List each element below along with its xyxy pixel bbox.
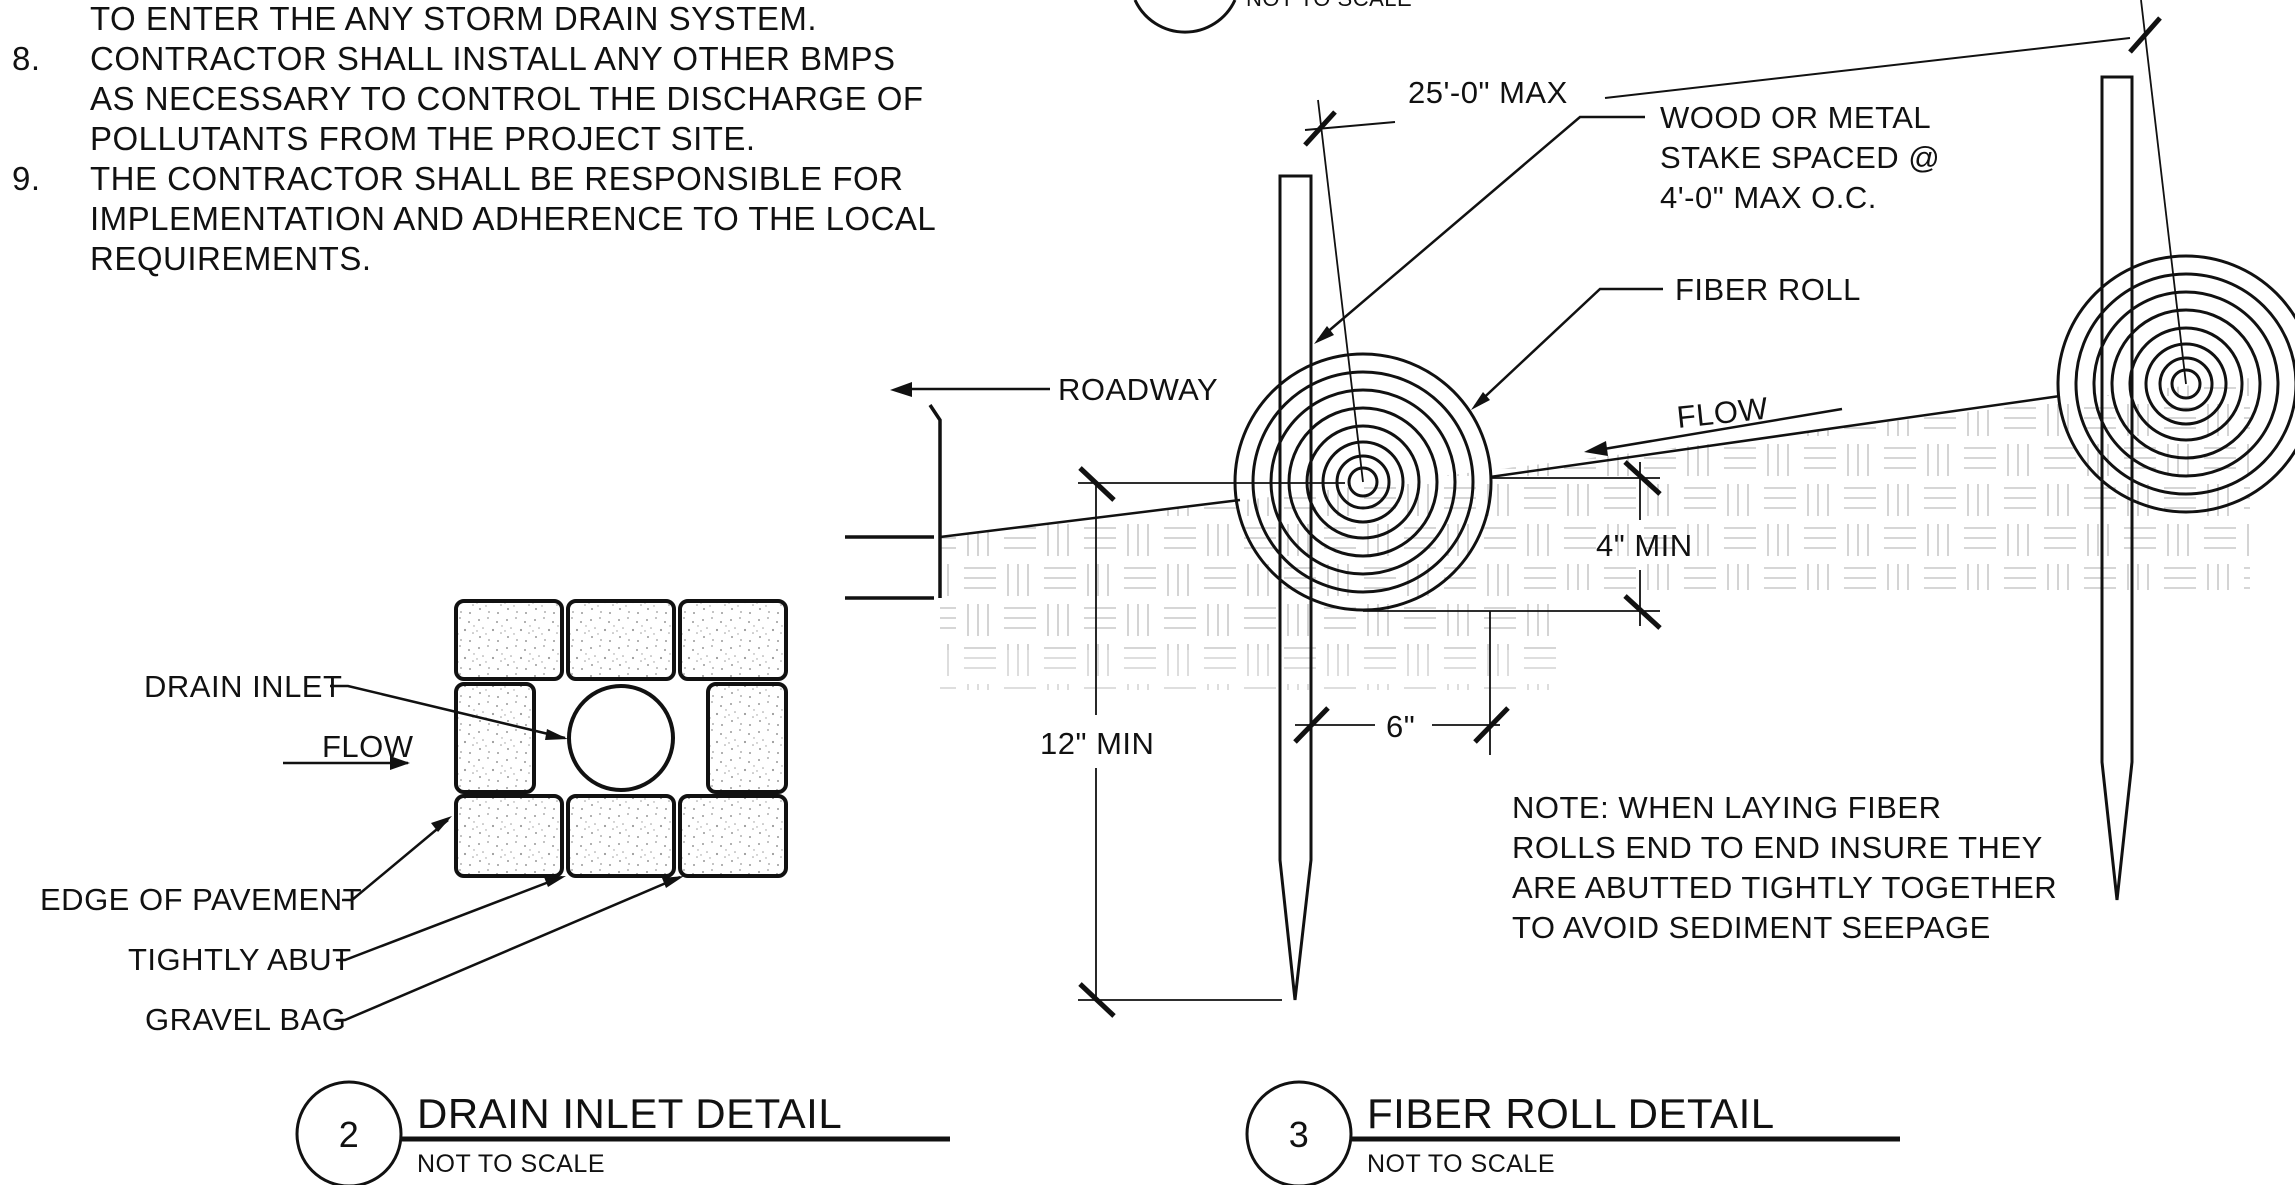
gravel-bag bbox=[706, 682, 788, 794]
arrowhead bbox=[431, 816, 452, 832]
drain-inlet-detail: DRAIN INLET FLOW EDGE OF PAVEMENT TIGHTL… bbox=[40, 599, 950, 1185]
title-block-drain-inlet: 2 DRAIN INLET DETAIL NOT TO SCALE bbox=[295, 1080, 950, 1185]
note-9-line-2: IMPLEMENTATION AND ADHERENCE TO THE LOCA… bbox=[90, 200, 936, 237]
note-8-line-3: POLLUTANTS FROM THE PROJECT SITE. bbox=[90, 120, 756, 157]
gravel-bag bbox=[566, 599, 676, 681]
label-stake-line-3: 4'-0" MAX O.C. bbox=[1660, 180, 1877, 215]
dimension-6 bbox=[1293, 611, 1510, 755]
arrowhead bbox=[545, 729, 568, 740]
general-notes: TO ENTER THE ANY STORM DRAIN SYSTEM. 8. … bbox=[12, 0, 936, 277]
note-line-top: TO ENTER THE ANY STORM DRAIN SYSTEM. bbox=[90, 0, 817, 37]
gravel-bag bbox=[678, 599, 788, 681]
label-flow-left: FLOW bbox=[322, 729, 414, 764]
label-stake-line-1: WOOD OR METAL bbox=[1660, 100, 1931, 135]
gravel-bags bbox=[454, 599, 788, 878]
dimension-spacing bbox=[1303, 0, 2187, 483]
flow-arrowhead bbox=[1584, 441, 1608, 456]
label-roadway: ROADWAY bbox=[1058, 372, 1218, 407]
note-line-1: NOTE: WHEN LAYING FIBER bbox=[1512, 790, 1941, 825]
stake-right bbox=[2100, 75, 2134, 901]
label-12-min: 12" MIN bbox=[1040, 726, 1154, 761]
note-8-line-1: CONTRACTOR SHALL INSTALL ANY OTHER BMPS bbox=[90, 40, 896, 77]
title-block-fiber-roll: 3 FIBER ROLL DETAIL NOT TO SCALE bbox=[1245, 1080, 1900, 1185]
detail-number-3: 3 bbox=[1289, 1114, 1310, 1155]
label-4-min: 4" MIN bbox=[1596, 528, 1693, 563]
arrowhead bbox=[662, 876, 684, 888]
label-drain-inlet: DRAIN INLET bbox=[144, 669, 342, 704]
curb bbox=[845, 404, 942, 600]
arrowhead bbox=[544, 876, 566, 887]
detail-scale-fiber-roll: NOT TO SCALE bbox=[1367, 1150, 1555, 1178]
detail-number-2: 2 bbox=[339, 1114, 360, 1155]
drain-inlet-circle bbox=[567, 684, 675, 792]
top-scale-fragment: NOT TO SCALE bbox=[1246, 0, 1412, 11]
gravel-bag bbox=[454, 599, 564, 681]
flow-arrowhead bbox=[390, 756, 410, 770]
gravel-bag bbox=[454, 794, 564, 878]
fiber-roll-left bbox=[1233, 352, 1493, 612]
note-line-3: ARE ABUTTED TIGHTLY TOGETHER bbox=[1512, 870, 2057, 905]
label-gravel-bag: GRAVEL BAG bbox=[145, 1002, 346, 1037]
roadway-arrowhead bbox=[890, 382, 912, 397]
label-tightly-abut: TIGHTLY ABUT bbox=[128, 942, 352, 977]
note-9-line-1: THE CONTRACTOR SHALL BE RESPONSIBLE FOR bbox=[90, 160, 904, 197]
soil-hatch bbox=[940, 378, 2250, 650]
fiber-roll-detail: ROADWAY bbox=[845, 0, 2295, 1185]
note-line-4: TO AVOID SEDIMENT SEEPAGE bbox=[1512, 910, 1991, 945]
fiber-roll-right bbox=[2056, 254, 2295, 514]
label-6: 6" bbox=[1386, 709, 1415, 744]
dimension-4-min bbox=[1363, 460, 1662, 630]
note-9-line-3: REQUIREMENTS. bbox=[90, 240, 372, 277]
gravel-bag bbox=[454, 682, 536, 794]
note-8-line-2: AS NECESSARY TO CONTROL THE DISCHARGE OF bbox=[90, 80, 924, 117]
gravel-bag bbox=[566, 794, 676, 878]
top-detail-bubble-fragment: NOT TO SCALE bbox=[1133, 0, 1412, 34]
note-8-number: 8. bbox=[12, 40, 41, 77]
detail-scale-drain-inlet: NOT TO SCALE bbox=[417, 1150, 605, 1178]
arrowhead bbox=[1314, 326, 1334, 344]
label-spacing-max: 25'-0" MAX bbox=[1408, 75, 1568, 110]
detail-title-fiber-roll: FIBER ROLL DETAIL bbox=[1367, 1090, 1775, 1137]
dimension-12-min bbox=[1078, 466, 1345, 1018]
detail-title-drain-inlet: DRAIN INLET DETAIL bbox=[417, 1090, 842, 1137]
fiber-roll-note: NOTE: WHEN LAYING FIBER ROLLS END TO END… bbox=[1512, 790, 2057, 945]
gravel-bag bbox=[678, 794, 788, 878]
note-9-number: 9. bbox=[12, 160, 41, 197]
stake-left bbox=[1278, 174, 1313, 1001]
label-edge-of-pavement: EDGE OF PAVEMENT bbox=[40, 882, 362, 917]
arrowhead bbox=[1471, 392, 1490, 410]
label-fiber-roll: FIBER ROLL bbox=[1675, 272, 1861, 307]
label-stake-line-2: STAKE SPACED @ bbox=[1660, 140, 1940, 175]
note-line-2: ROLLS END TO END INSURE THEY bbox=[1512, 830, 2043, 865]
